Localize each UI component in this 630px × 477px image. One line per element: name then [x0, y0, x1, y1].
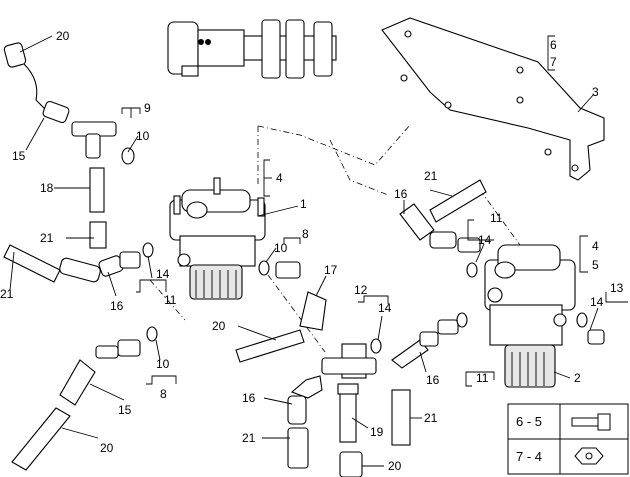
callout-21-lowright: 21 — [424, 411, 438, 425]
callout-8-mid: 8 — [302, 227, 309, 241]
relay-valve-left — [169, 177, 266, 300]
callout-21-left: 21 — [40, 231, 54, 245]
callout-6: 6 — [550, 38, 557, 52]
nut-icon — [574, 447, 604, 465]
callout-10-top: 10 — [136, 129, 150, 143]
callout-17: 17 — [324, 263, 338, 277]
callout-10-mid: 10 — [274, 241, 288, 255]
callout-11-right: 11 — [490, 211, 503, 225]
callout-21-center: 21 — [242, 431, 256, 445]
callout-16-lowright: 16 — [426, 373, 440, 387]
callout-19: 19 — [370, 425, 384, 439]
callout-15-low: 15 — [118, 403, 132, 417]
callout-2: 2 — [574, 371, 581, 385]
callout-11-left: 11 — [164, 293, 177, 307]
callout-16-center: 16 — [242, 391, 256, 405]
hoses-and-tubes — [3, 42, 605, 477]
callout-12: 12 — [354, 283, 368, 297]
mounting-bracket — [381, 17, 605, 181]
callout-14-left: 14 — [156, 267, 170, 281]
callout-4-right: 4 — [592, 239, 599, 253]
callout-20-mid: 20 — [212, 319, 226, 333]
callout-21-far: 21 — [0, 287, 14, 301]
relay-valve-right — [484, 244, 576, 388]
callout-13: 13 — [610, 281, 624, 295]
callout-7: 7 — [550, 55, 557, 69]
vehicle-locator-image — [167, 19, 337, 79]
fastener-legend: 6 - 5 7 - 4 — [507, 403, 629, 475]
callout-20-bottom: 20 — [388, 459, 402, 473]
callout-numbers: 20 15 18 9 10 21 21 16 14 11 1 4 10 8 17… — [0, 29, 624, 473]
bolt-icon — [571, 413, 611, 431]
callout-14-center: 14 — [378, 301, 392, 315]
callout-leaders — [9, 35, 628, 467]
callout-3: 3 — [592, 85, 599, 99]
assembly-dash-lines — [149, 124, 521, 353]
callout-21-right: 21 — [424, 169, 438, 183]
callout-18: 18 — [40, 181, 54, 195]
legend-row2-label: 7 - 4 — [516, 449, 542, 464]
callout-11-lowright: 11 — [476, 371, 489, 385]
callout-16-left: 16 — [110, 299, 124, 313]
callout-16-right: 16 — [394, 187, 408, 201]
callout-4-mid: 4 — [276, 171, 283, 185]
callout-14-right: 14 — [478, 233, 492, 247]
legend-row1-label: 6 - 5 — [516, 414, 542, 429]
callout-1: 1 — [300, 197, 307, 211]
callout-5-right: 5 — [592, 258, 599, 272]
callout-8-low: 8 — [160, 387, 167, 401]
callout-20-top: 20 — [56, 29, 70, 43]
callout-15-top: 15 — [12, 149, 26, 163]
callout-10-low: 10 — [156, 357, 170, 371]
callout-14-far: 14 — [590, 295, 604, 309]
callout-20-low: 20 — [100, 441, 114, 455]
callout-9: 9 — [144, 101, 151, 115]
